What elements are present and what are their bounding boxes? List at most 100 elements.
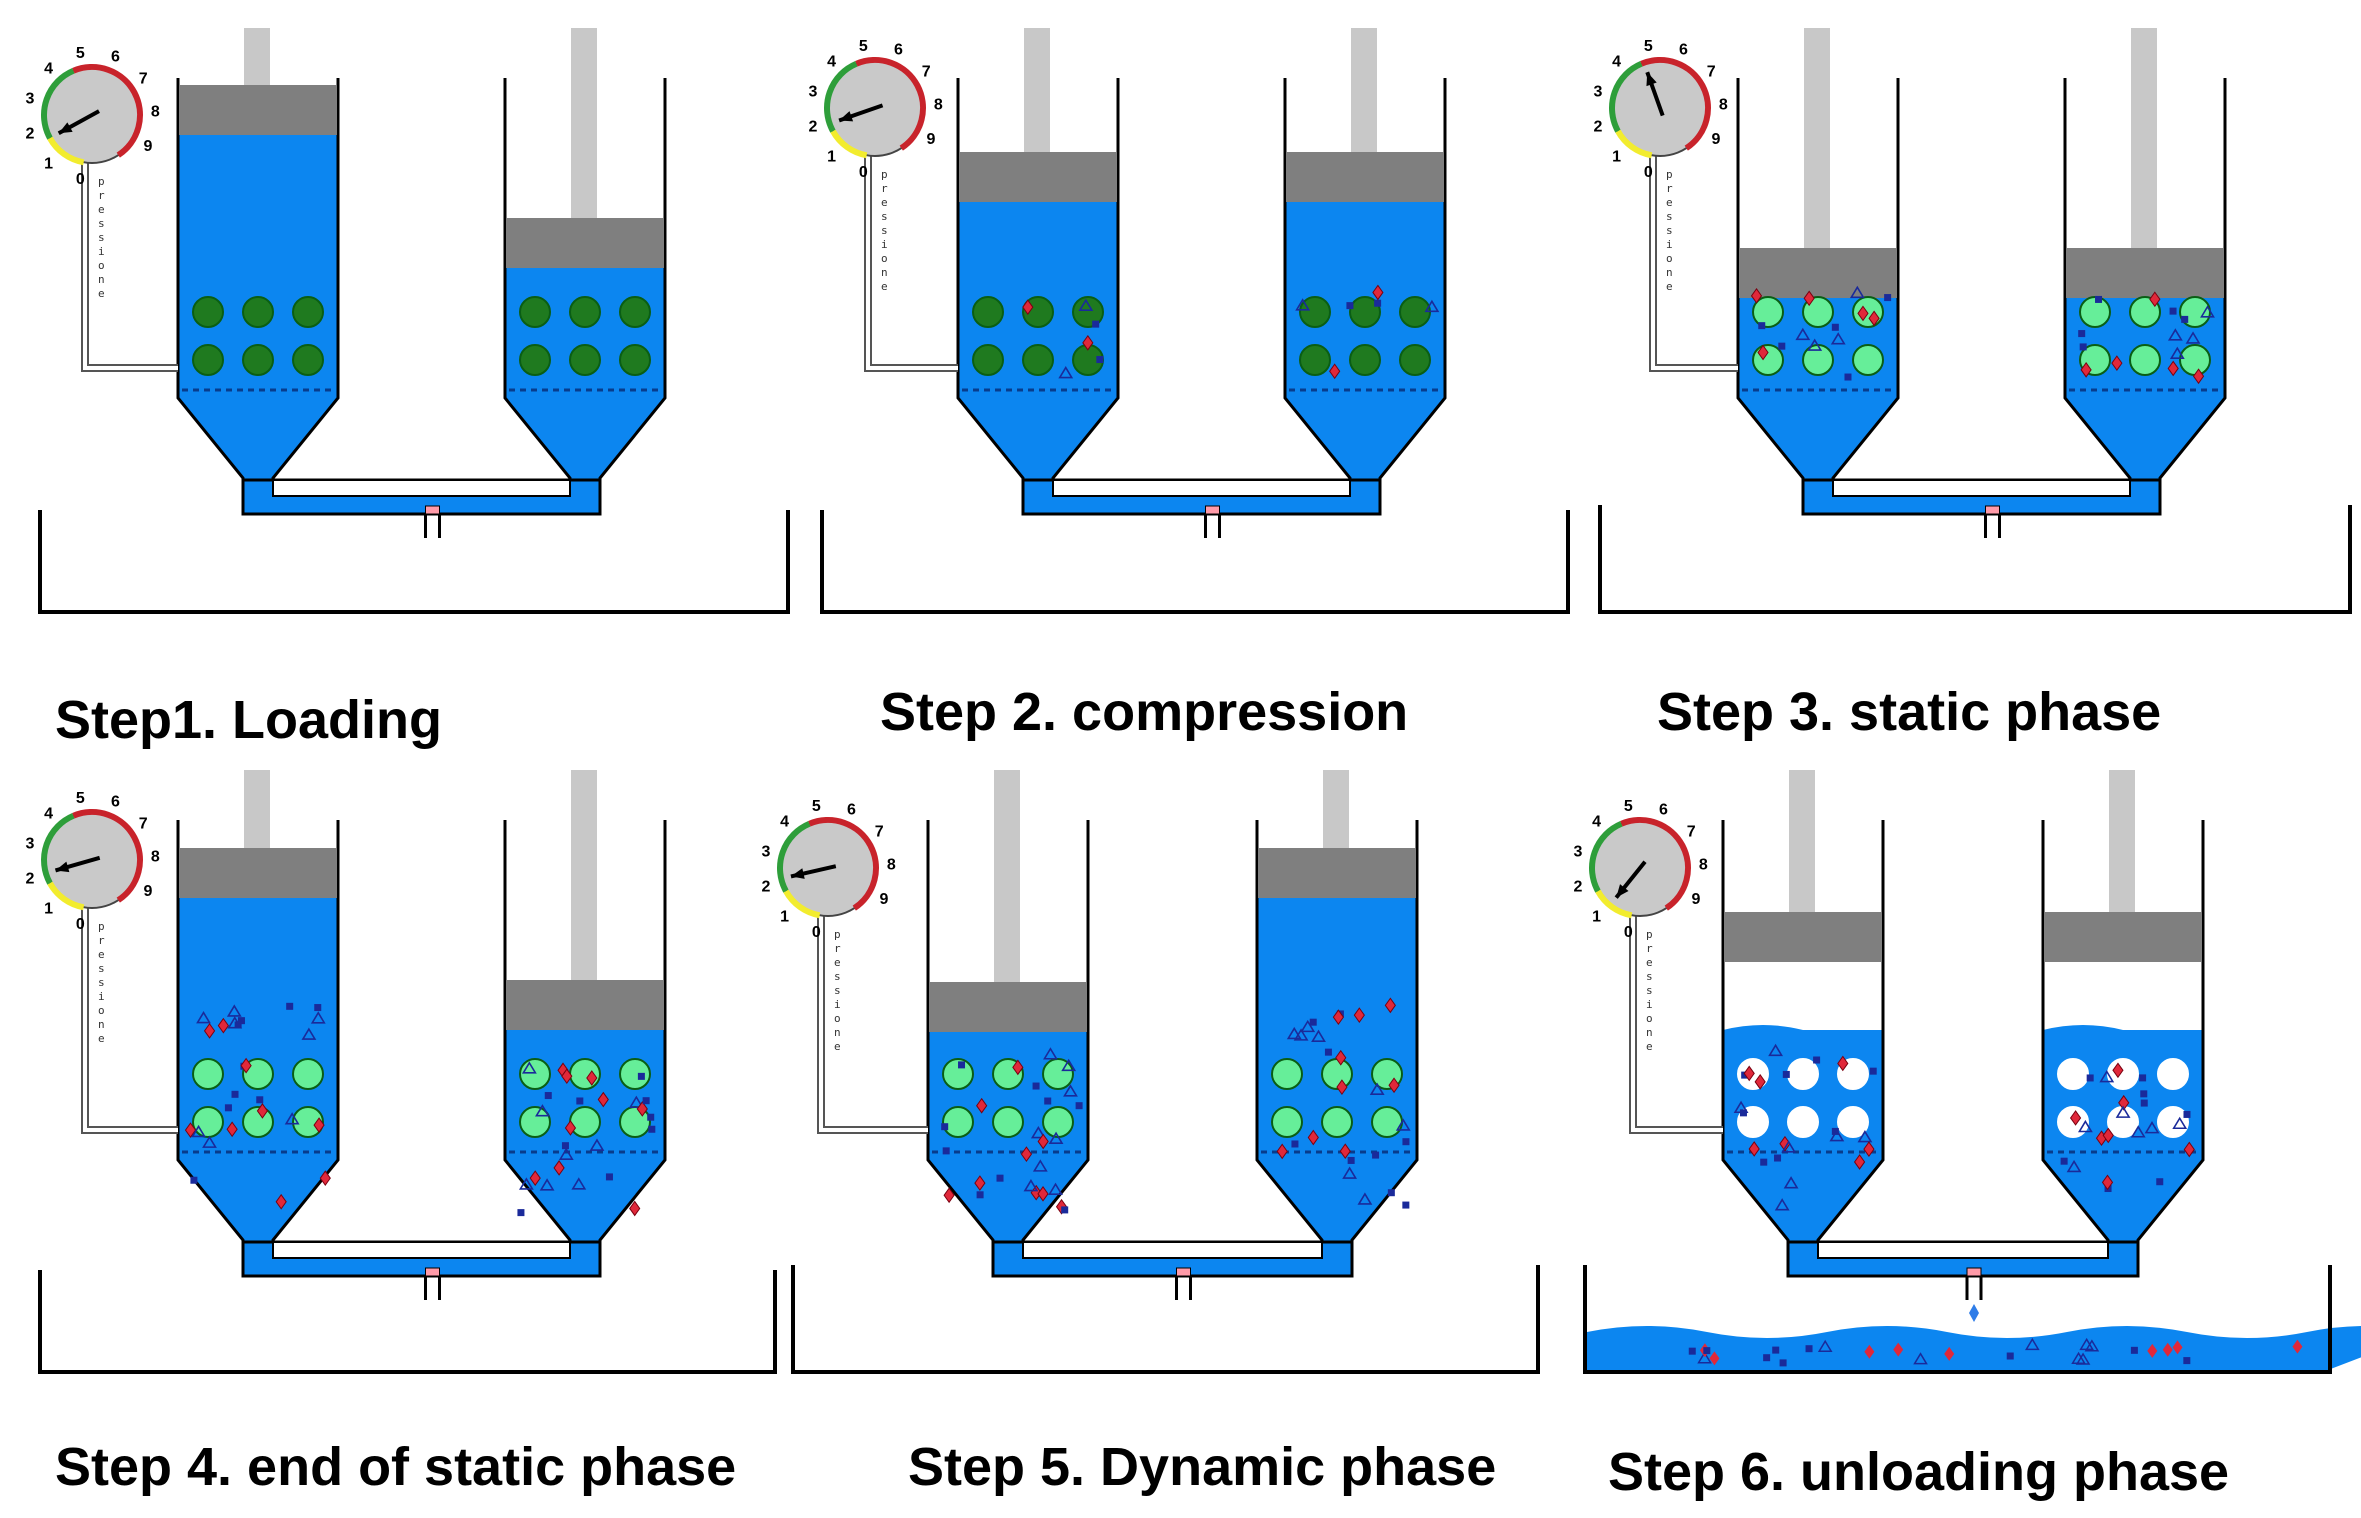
particle-square xyxy=(576,1097,584,1105)
particle-triangle xyxy=(1424,299,1440,313)
particle-square xyxy=(1346,302,1354,310)
outlet-spout xyxy=(424,514,441,538)
gauge-label-letter: i xyxy=(1666,238,1673,251)
gauge-label-letter: e xyxy=(881,280,888,293)
bead xyxy=(242,344,274,376)
particle-diamond xyxy=(1022,299,1034,316)
particle-diamond xyxy=(1743,1065,1755,1082)
particle-triangle xyxy=(2077,1119,2093,1133)
gauge-rim-arc xyxy=(1589,820,1623,893)
particle-triangle xyxy=(521,1061,537,1074)
gauge-number: 8 xyxy=(1719,97,1728,114)
gauge-label-letter: i xyxy=(98,245,105,258)
gauge-number: 3 xyxy=(25,90,34,107)
particle-diamond xyxy=(2069,1110,2082,1126)
bead xyxy=(2129,344,2161,376)
connecting-pipe-inner xyxy=(1817,1241,2109,1259)
bead xyxy=(1349,344,1381,376)
particle-square xyxy=(1763,1354,1771,1362)
gauge-number: 6 xyxy=(1659,802,1668,819)
gauge-label-letter: p xyxy=(98,920,105,933)
gauge-number: 9 xyxy=(144,138,153,155)
particle-square xyxy=(1075,1102,1083,1110)
water-surface-wave xyxy=(1723,1025,1883,1038)
piston-rod xyxy=(571,770,597,980)
gauge-number: 7 xyxy=(875,823,884,840)
particle-triangle xyxy=(1293,1028,1309,1041)
cylinder-right xyxy=(503,770,667,1270)
gauge-rim-arc xyxy=(1615,129,1653,159)
particle-triangle xyxy=(1061,1058,1077,1072)
cylinder-left xyxy=(1736,28,1900,508)
bead xyxy=(1852,296,1884,328)
gauge-number: 3 xyxy=(1573,843,1582,860)
gauge-label-letter: s xyxy=(98,217,105,230)
particle-diamond xyxy=(1336,1079,1348,1095)
particle-diamond xyxy=(1853,1154,1866,1170)
particle-triangle xyxy=(535,1104,550,1117)
gauge-label-letter: e xyxy=(881,196,888,209)
bead xyxy=(619,344,651,376)
gauge-rim-arc xyxy=(1609,60,1643,133)
gauge-label-letter: p xyxy=(1666,168,1673,181)
particle-diamond xyxy=(1893,1342,1904,1357)
piston-rod xyxy=(1804,28,1830,248)
piston-rod xyxy=(1351,28,1377,152)
outlet-valve xyxy=(1176,1267,1191,1277)
particle-square xyxy=(1884,294,1892,302)
gauge-number: 0 xyxy=(812,924,821,941)
particle-triangle xyxy=(2071,1351,2086,1364)
gauge-number: 4 xyxy=(44,60,53,77)
particle-diamond xyxy=(2147,1343,2158,1358)
gauge-label-letter: i xyxy=(98,990,105,1003)
particle-square xyxy=(517,1209,525,1217)
gauge-label-letter: s xyxy=(1646,970,1653,983)
particle-square xyxy=(996,1174,1004,1182)
particle-triangle xyxy=(1768,1043,1784,1057)
particle-diamond xyxy=(1372,284,1384,301)
gauge-label-letter: e xyxy=(98,287,105,300)
particle-square xyxy=(1402,1138,1410,1146)
gauge-label-letter: e xyxy=(1666,280,1673,293)
piston-head xyxy=(2066,248,2224,298)
particle-triangle xyxy=(1829,1129,1845,1142)
particle-square xyxy=(1061,1206,1069,1214)
gauge-rim-arc xyxy=(72,64,143,158)
caption-step6: Step 6. unloading phase xyxy=(1608,1442,2229,1502)
particle-triangle xyxy=(1078,298,1094,312)
bead xyxy=(292,296,324,328)
cylinder-right xyxy=(1255,770,1419,1270)
gauge-label-letter: o xyxy=(881,252,888,265)
particle-triangle xyxy=(1795,327,1811,341)
particle-triangle xyxy=(2169,346,2185,359)
particle-square xyxy=(1758,322,1766,330)
gauge-label-letter: s xyxy=(834,984,841,997)
particle-triangle xyxy=(2066,1159,2082,1173)
gauge-number: 5 xyxy=(76,45,85,62)
bead xyxy=(1752,296,1784,328)
particle-square xyxy=(647,1113,655,1121)
gauge-label-letter: p xyxy=(881,168,888,181)
gauge-number: 6 xyxy=(111,794,120,811)
particle-square xyxy=(1813,1056,1821,1064)
outlet-valve xyxy=(425,1267,440,1277)
particle-square xyxy=(1760,1158,1768,1166)
particle-square xyxy=(2079,343,2087,351)
particle-square xyxy=(1092,320,1100,328)
particle-diamond xyxy=(2162,1342,2173,1357)
particle-diamond xyxy=(1276,1143,1288,1160)
cylinder-right xyxy=(1283,28,1447,508)
gauge-label-letter: r xyxy=(881,182,888,195)
particle-triangle xyxy=(628,1095,644,1108)
caption-step1: Step1. Loading xyxy=(55,690,442,750)
bead xyxy=(1022,344,1054,376)
particle-square xyxy=(314,1004,322,1012)
particle-triangle xyxy=(1369,1082,1385,1096)
particle-diamond xyxy=(629,1200,641,1217)
particle-square xyxy=(190,1176,198,1184)
gauge-pipe-inner xyxy=(83,908,178,1132)
particle-diamond xyxy=(1750,287,1763,304)
